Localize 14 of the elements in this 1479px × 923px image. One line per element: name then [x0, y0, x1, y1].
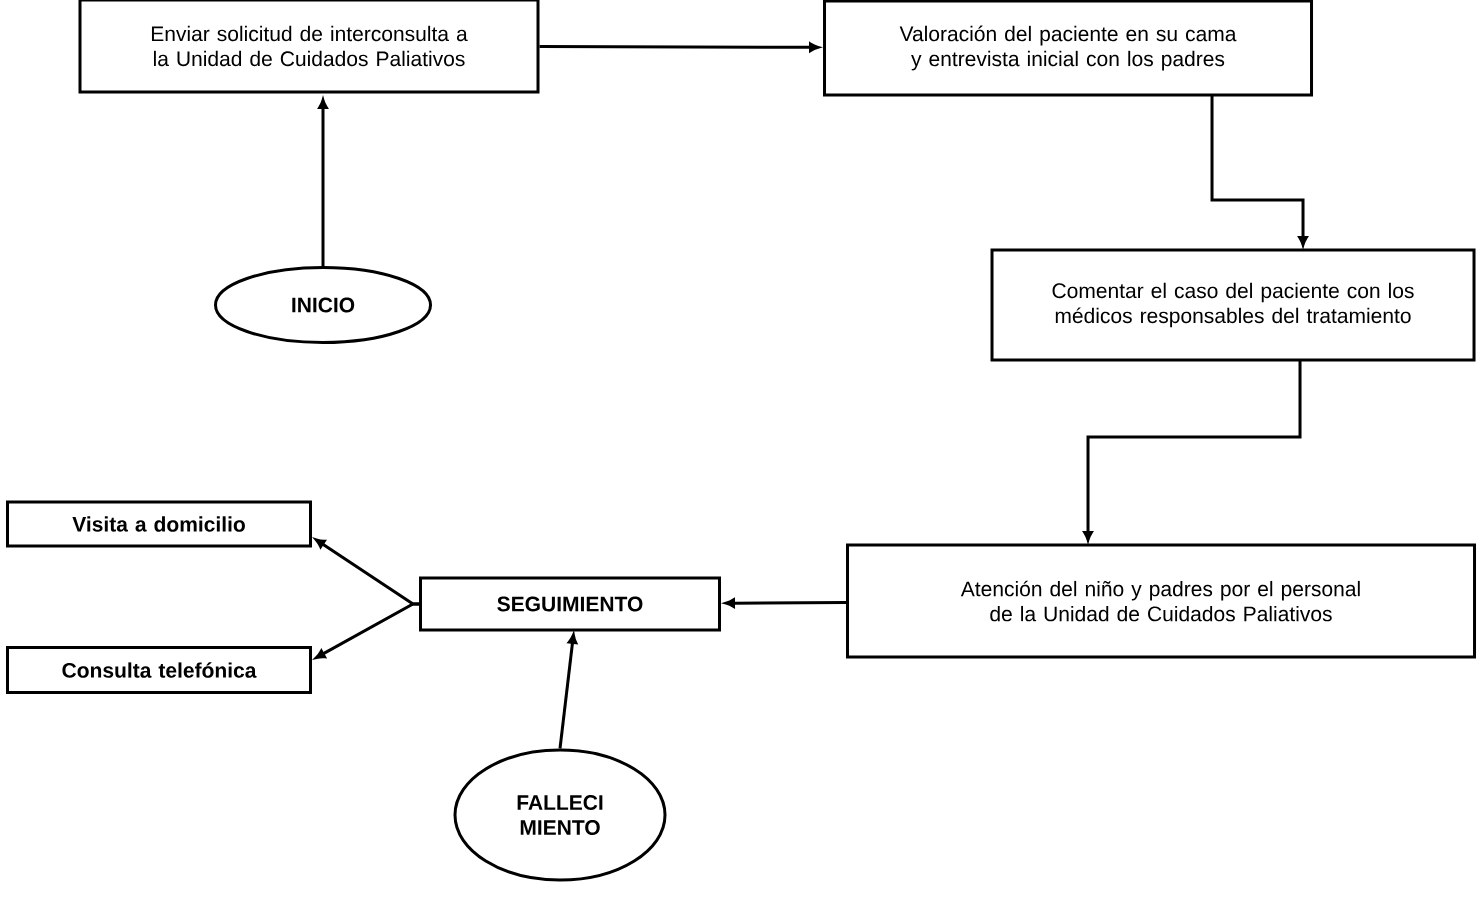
process-box: Enviar solicitud de interconsulta a la Unidad de Cuidados Paliativos [78, 0, 540, 94]
arrow [1210, 95, 1308, 247]
arrow [318, 98, 328, 266]
arrow [724, 598, 846, 608]
process-box: Atención del niño y padres por el personal de la Unidad de Cuidados Paliativos [846, 543, 1476, 659]
process-box: SEGUIMIENTO [419, 576, 721, 632]
arrow [539, 42, 820, 53]
process-box: Valoración del paciente en su cama y entrevista inicial con los padres [823, 0, 1313, 97]
arrow [315, 602, 419, 659]
process-box: Consulta telefónica [6, 646, 312, 694]
process-box: Visita a domicilio [6, 500, 312, 548]
arrow [1083, 360, 1302, 542]
arrow [558, 633, 578, 749]
process-box: Comentar el caso del paciente con los médicos responsables del tratamiento [990, 248, 1476, 362]
